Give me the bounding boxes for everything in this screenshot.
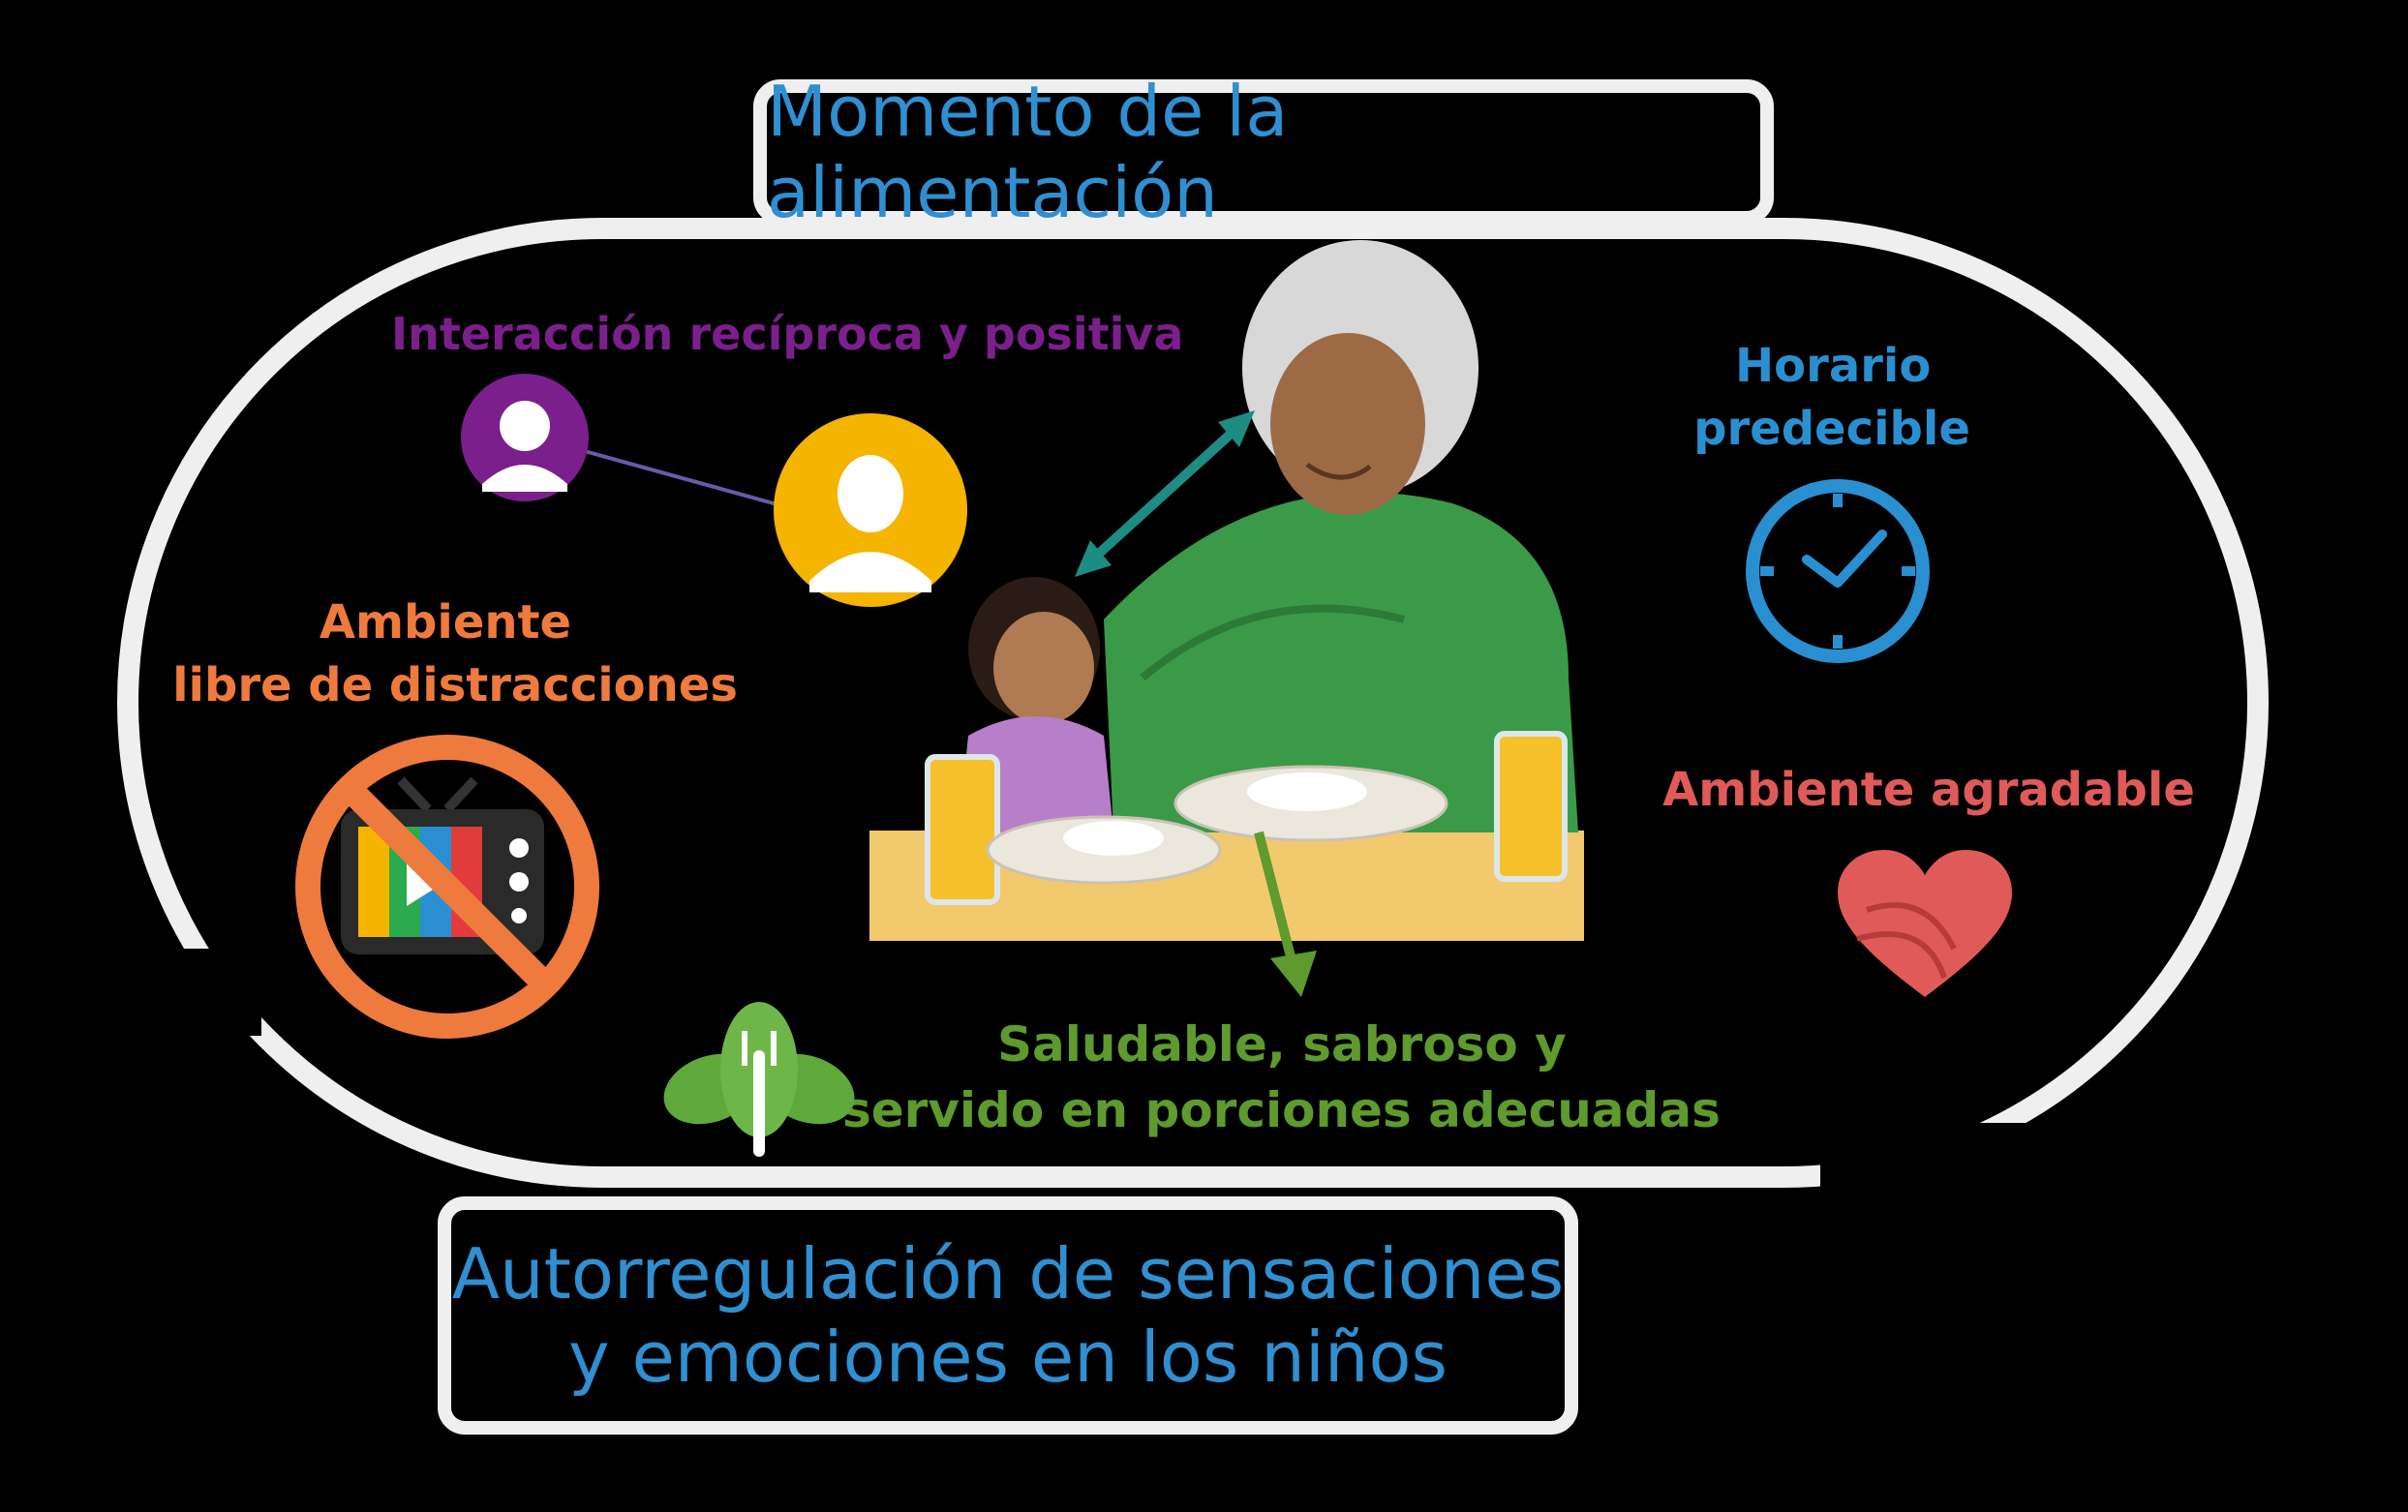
tv-knob-2	[509, 872, 529, 892]
no-tv-icon	[295, 735, 599, 1039]
bottom-title-line2: y emociones en los niños	[567, 1316, 1448, 1398]
distraction-label-line1: Ambiente	[319, 595, 572, 650]
fork-tine-2	[771, 1031, 777, 1066]
interaction-label: Interacción recíproca y positiva	[391, 308, 1184, 360]
clock-icon	[1746, 479, 1930, 663]
clock-face	[1746, 479, 1930, 663]
healthy-label-line1: Saludable, sabroso y	[997, 1016, 1567, 1073]
tv-antenna-left	[397, 776, 432, 813]
frame-gap-right	[1820, 1123, 2149, 1239]
frame-gap-left	[107, 949, 261, 1036]
heart-shape	[1838, 850, 2012, 997]
heart-icon	[1838, 850, 2012, 997]
fork-tine-1	[742, 1031, 747, 1066]
bottom-title-line1: Autorregulación de sensaciones	[451, 1232, 1565, 1315]
heart-stripe-1	[1866, 902, 1957, 951]
pleasant-label: Ambiente agradable	[1662, 763, 2195, 817]
fork-handle	[753, 1050, 765, 1157]
schedule-label-line2: predecible	[1693, 402, 1970, 456]
prohibition-slash	[339, 778, 556, 995]
schedule-label-line1: Horario	[1735, 339, 1932, 393]
tv-knob-3	[511, 908, 527, 923]
leaf-fork-icon	[663, 1002, 855, 1157]
tv-knob-1	[509, 838, 529, 858]
tv-screen-bar-yellow	[358, 827, 389, 937]
bottom-title-box: Autorregulación de sensaciones y emocion…	[438, 1196, 1578, 1435]
top-title-box: Momento de la alimentación	[753, 71, 1774, 233]
heart-stripe-2	[1856, 931, 1947, 979]
healthy-label-line2: servido en porciones adecuadas	[842, 1082, 1721, 1138]
tv-antenna-right	[443, 776, 478, 813]
distraction-label-line2: libre de distracciones	[172, 658, 738, 712]
prohibition-ring	[295, 735, 599, 1039]
clock-hands	[1802, 529, 1887, 588]
top-title: Momento de la alimentación	[767, 71, 1289, 233]
outer-frame-ring	[117, 218, 2269, 1188]
